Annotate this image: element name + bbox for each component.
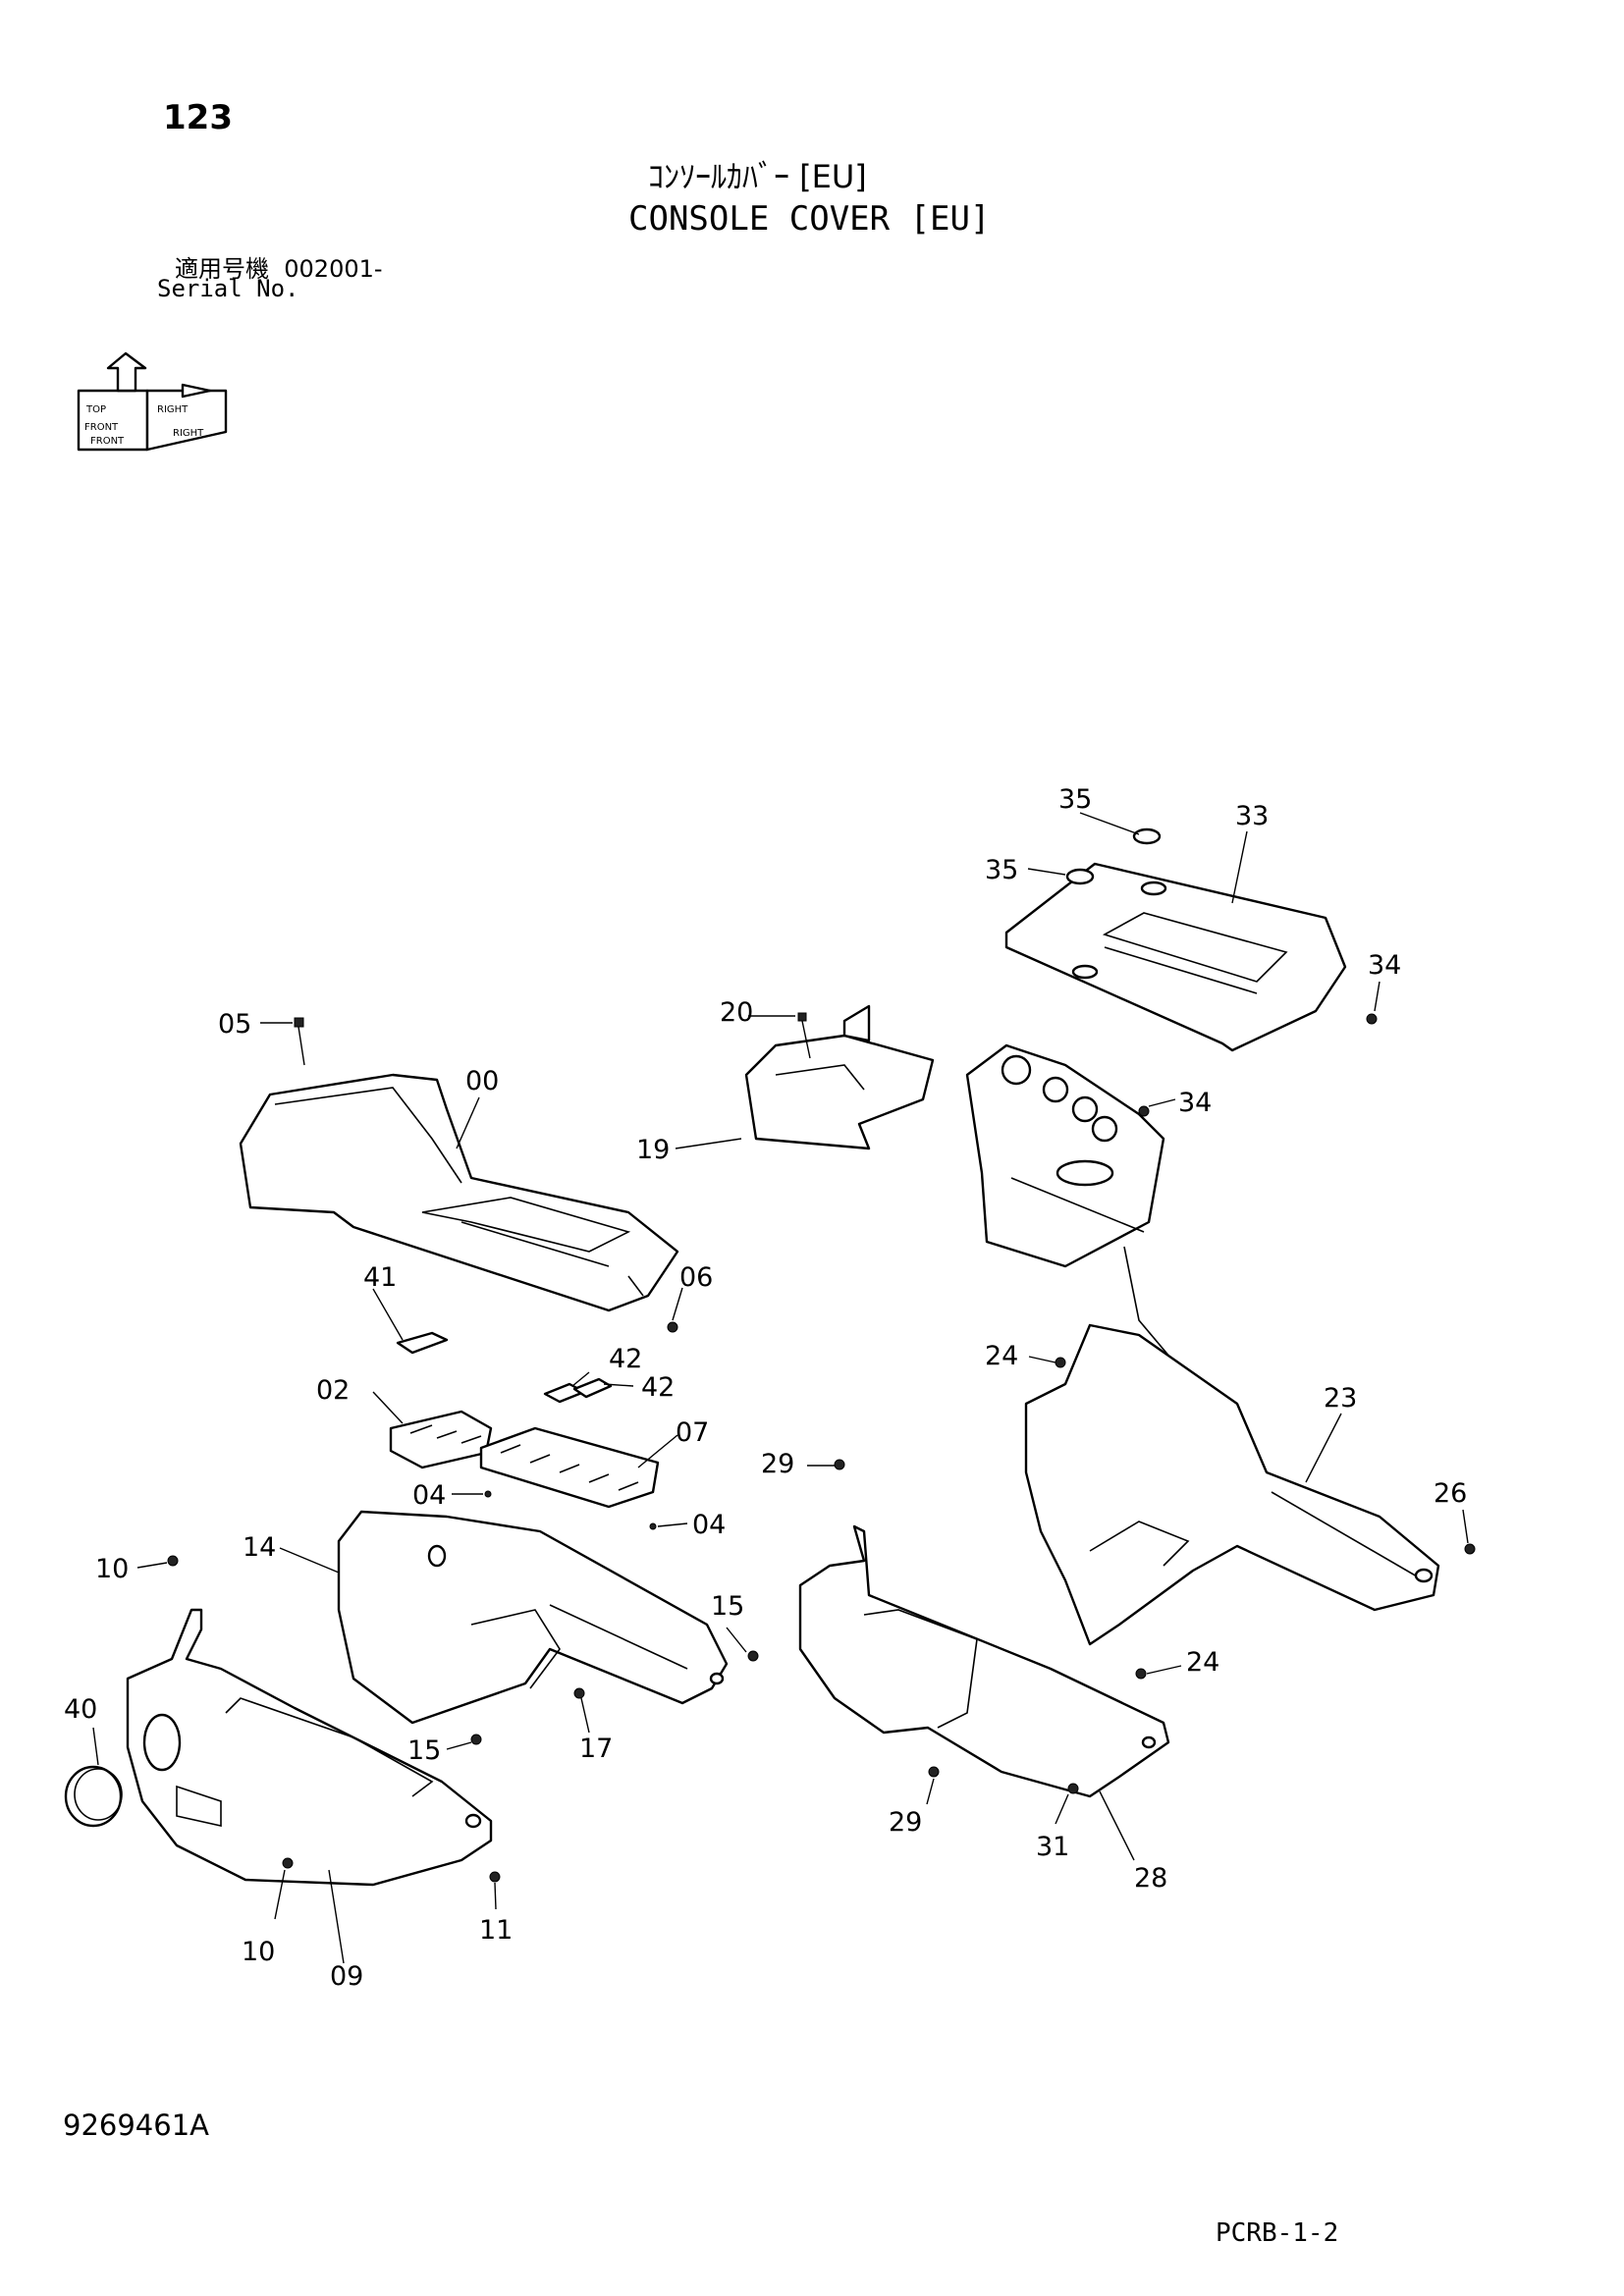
callout-24-a: 24 [985, 1341, 1018, 1371]
bolt-29-b [928, 1766, 940, 1778]
icon-label-front-1: FRONT [84, 422, 119, 433]
part-42-clips [543, 1377, 613, 1404]
serial-label-japanese: 適用号機 002001- [175, 249, 383, 284]
callout-10-b: 10 [242, 1937, 275, 1967]
bolt-26 [1464, 1543, 1476, 1555]
callout-labels: 05 00 06 20 19 35 35 33 34 34 23 24 24 2… [64, 784, 1467, 1992]
callout-02: 02 [316, 1375, 350, 1406]
callout-29-b: 29 [889, 1807, 922, 1838]
callout-15-a: 15 [711, 1591, 744, 1622]
bolt-04-a [484, 1490, 492, 1498]
callout-10-a: 10 [95, 1554, 129, 1584]
callout-19: 19 [636, 1135, 670, 1165]
sheet-code: PCRB-1-2 [1216, 2218, 1339, 2248]
part-09-side-panel [126, 1608, 493, 1887]
bolt-34-b [1138, 1105, 1150, 1117]
callout-06: 06 [679, 1262, 713, 1293]
part-02-switch-panel [389, 1410, 493, 1469]
orientation-icon: TOP FRONT RIGHT FRONT RIGHT [77, 351, 228, 452]
callout-17: 17 [579, 1734, 613, 1764]
icon-label-front-2: FRONT [90, 436, 125, 447]
part-28-lower-cover [798, 1524, 1170, 1798]
bolt-06 [667, 1321, 678, 1333]
callout-35-a: 35 [1058, 784, 1092, 815]
callout-42-b: 42 [641, 1372, 675, 1403]
callout-35-b: 35 [985, 855, 1018, 885]
serial-label-english: Serial No. [157, 275, 299, 302]
title-japanese: ｺﾝｿｰﾙｶﾊﾞｰ [EU] [648, 158, 867, 195]
callout-05: 05 [218, 1009, 251, 1040]
callout-09: 09 [330, 1961, 363, 1992]
title-english: CONSOLE COVER [EU] [628, 199, 991, 239]
bolt-34-a [1366, 1013, 1378, 1025]
callout-42-a: 42 [609, 1344, 642, 1374]
callout-33: 33 [1235, 801, 1269, 831]
serial-label-jp: 適用号機 [175, 255, 269, 283]
callout-31: 31 [1036, 1832, 1069, 1862]
part-14-lower-cover [337, 1510, 729, 1725]
callout-34-a: 34 [1368, 950, 1401, 981]
bolt-31 [1067, 1783, 1079, 1794]
bolt-24-a [1055, 1357, 1066, 1368]
document-number: 9269461A [63, 2109, 209, 2142]
bolt-11 [489, 1871, 501, 1883]
bolt-04-b [649, 1522, 657, 1530]
icon-label-top: TOP [85, 404, 106, 415]
part-35-caps [1065, 828, 1162, 885]
part-00-console-cover [239, 1073, 679, 1312]
part-41-clip [396, 1331, 449, 1355]
page-number: 123 [163, 98, 233, 137]
icon-label-right-1: RIGHT [157, 404, 189, 415]
leader-lines [92, 812, 1469, 1964]
callout-11: 11 [479, 1915, 513, 1946]
part-07-switch-panel [479, 1426, 660, 1509]
part-23-side-cover [1024, 1323, 1440, 1646]
bolt-15-a [747, 1650, 759, 1662]
serial-value: 002001- [284, 255, 383, 283]
callout-14: 14 [243, 1532, 276, 1563]
bolt-10-a [167, 1555, 179, 1567]
callout-41: 41 [363, 1262, 397, 1293]
part-19-bracket-cover [744, 1004, 935, 1150]
callout-34-b: 34 [1178, 1088, 1212, 1118]
callout-28: 28 [1134, 1863, 1167, 1894]
bolts [167, 1012, 1476, 1883]
callout-20: 20 [720, 997, 753, 1028]
bolt-10-b [282, 1857, 294, 1869]
callout-23: 23 [1324, 1383, 1357, 1414]
part-40-cap [64, 1765, 123, 1828]
bolt-29-a [834, 1459, 845, 1470]
callout-24-b: 24 [1186, 1647, 1219, 1678]
bolt-05 [294, 1017, 304, 1028]
icon-label-right-2: RIGHT [173, 428, 204, 439]
bolt-15-b [470, 1734, 482, 1745]
bolt-20 [797, 1012, 807, 1022]
callout-15-b: 15 [407, 1735, 441, 1766]
bolt-24-b [1135, 1668, 1147, 1680]
callout-26: 26 [1434, 1478, 1467, 1509]
control-box [965, 1043, 1233, 1473]
callout-00: 00 [465, 1066, 499, 1096]
part-33-top-cover [1004, 862, 1347, 1052]
callout-29-a: 29 [761, 1449, 794, 1479]
callout-07: 07 [676, 1417, 709, 1448]
callout-40: 40 [64, 1694, 97, 1725]
callout-04-b: 04 [692, 1510, 726, 1540]
callout-04-a: 04 [412, 1480, 446, 1511]
bolt-17 [573, 1687, 585, 1699]
